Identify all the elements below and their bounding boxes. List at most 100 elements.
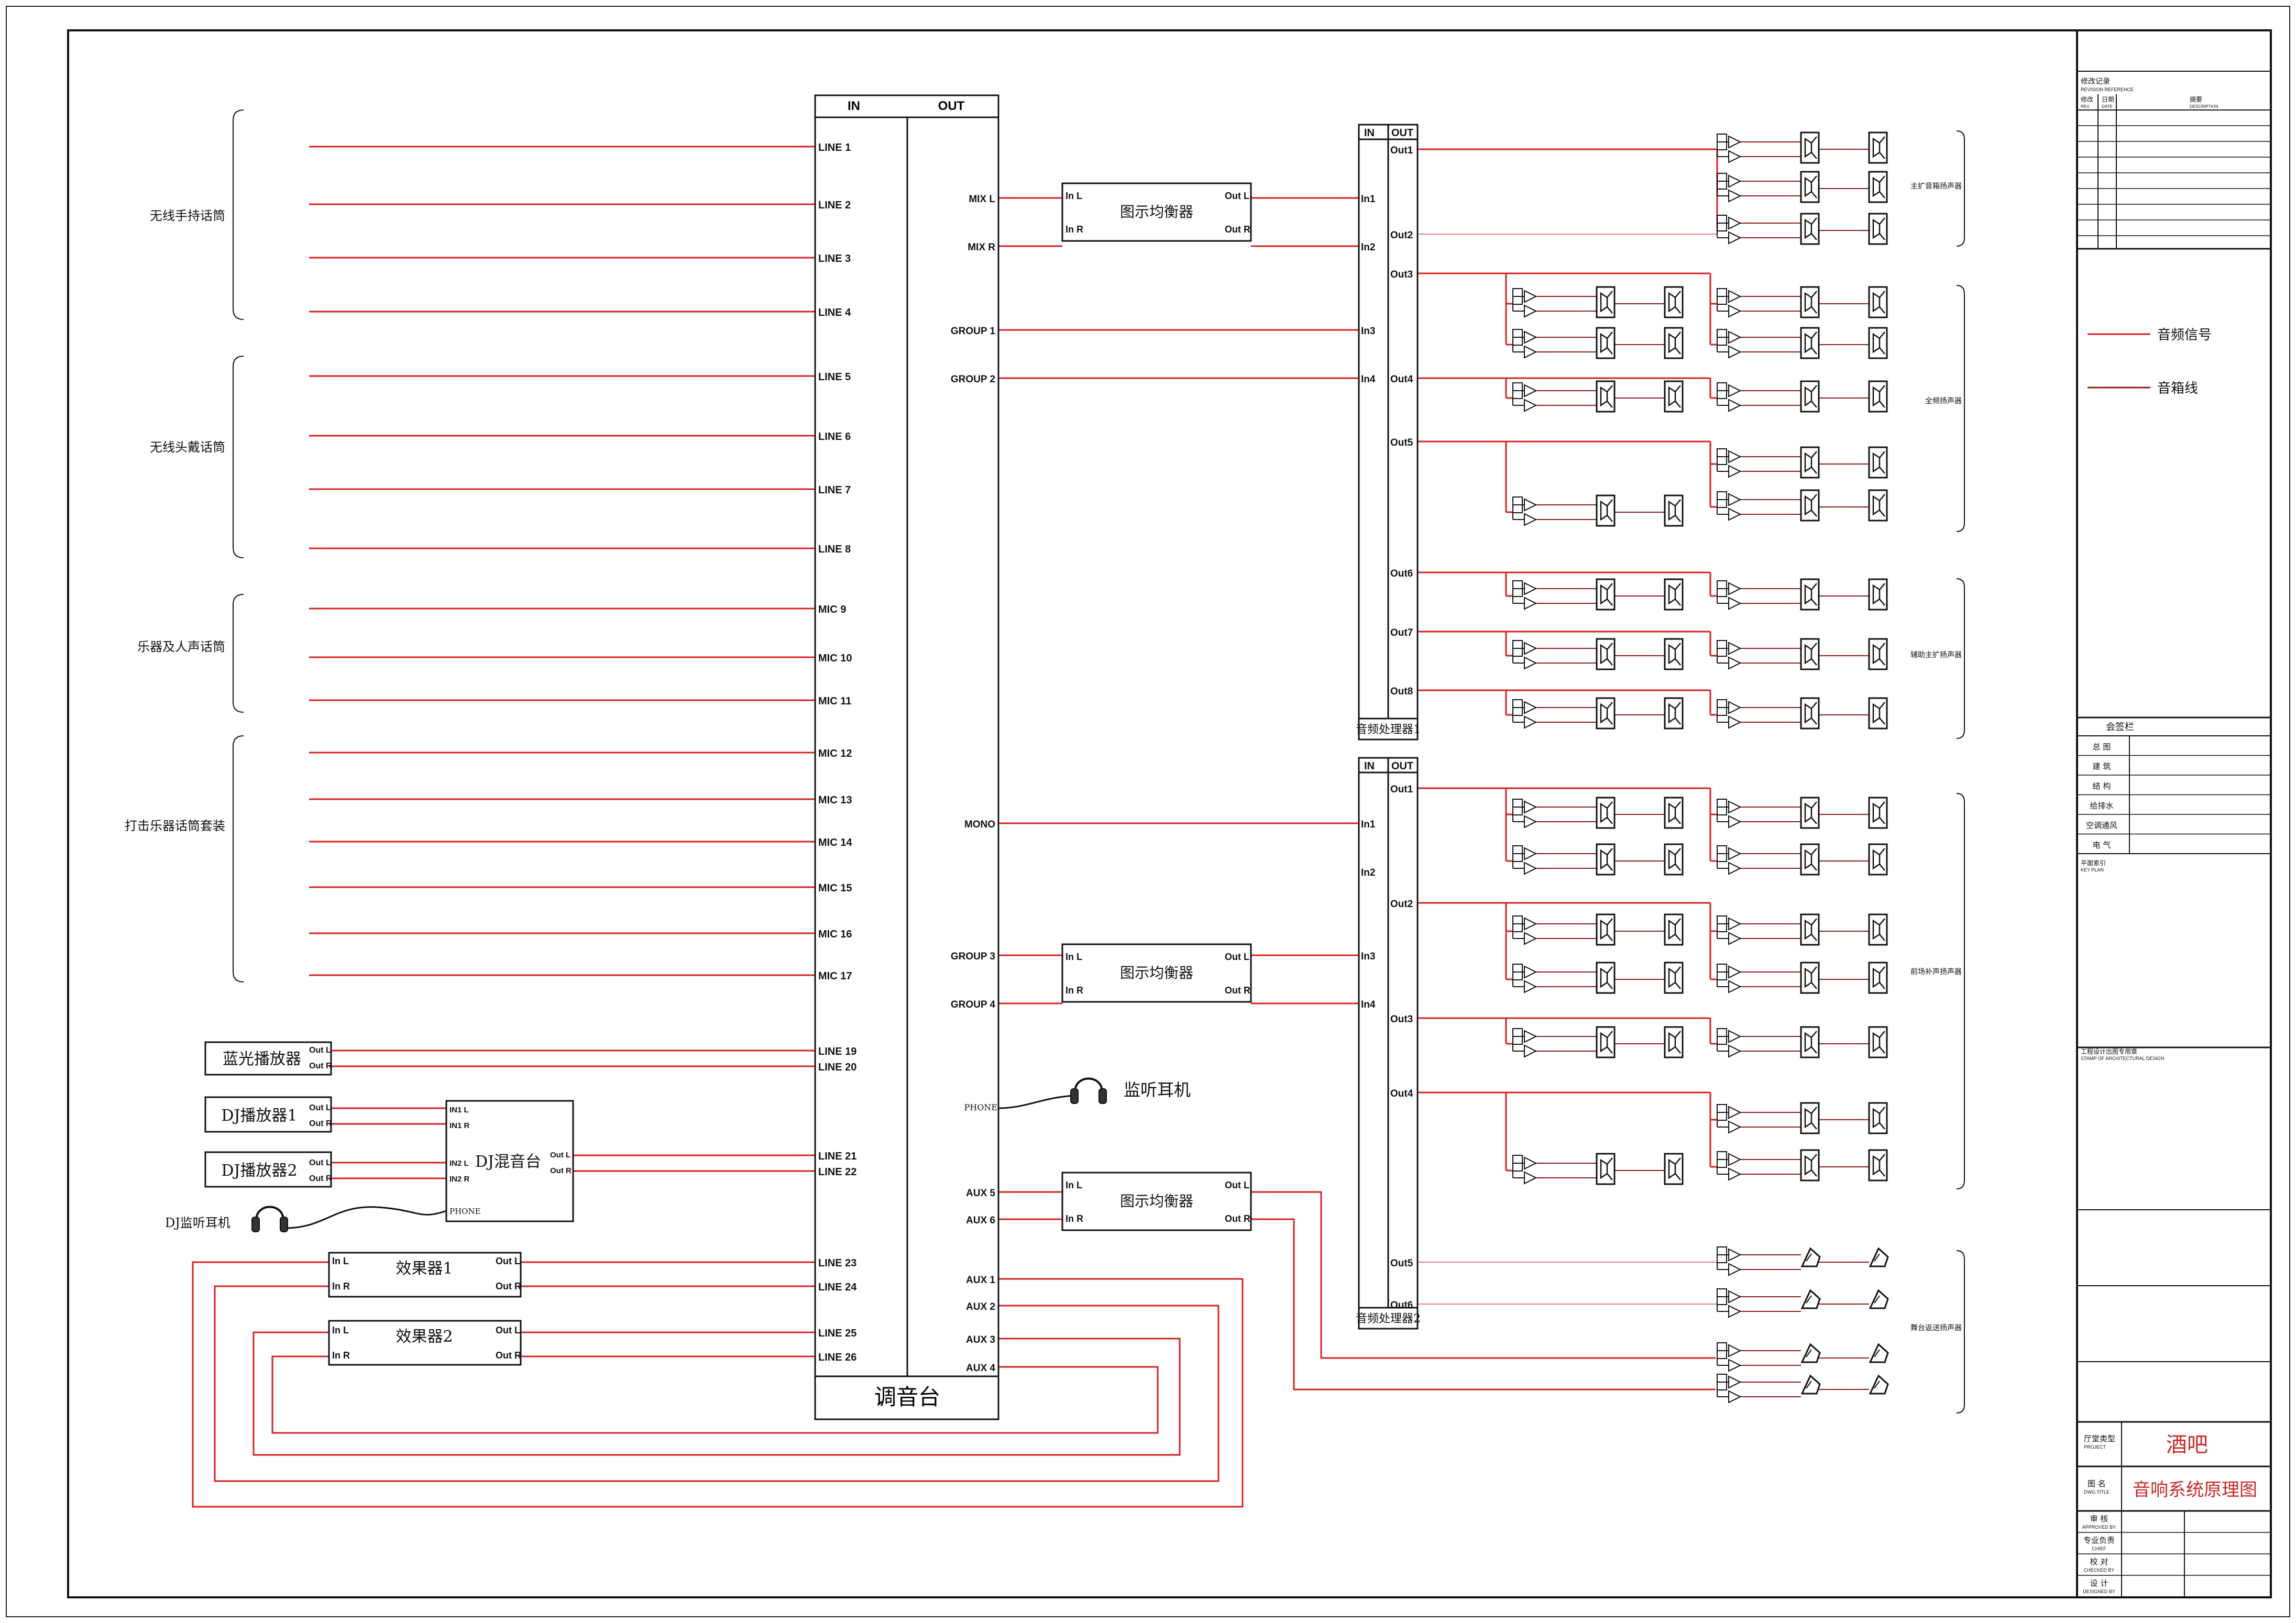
speaker-icon: [1664, 843, 1684, 876]
speaker-icon: [1800, 962, 1820, 994]
zone-bracket: [1956, 130, 1965, 247]
input-group-label: 无线手持话筒: [150, 208, 225, 223]
mixer-input-label: MIC 11: [818, 695, 851, 707]
speaker-icon: [1800, 638, 1820, 670]
group-bracket: [233, 594, 244, 713]
processor-output-label: Out4: [1390, 1088, 1413, 1099]
mixer-output-label: AUX 4: [966, 1363, 995, 1374]
mixer-input-label: LINE 22: [818, 1166, 856, 1178]
eq-label: 图示均衡器: [1120, 1193, 1193, 1210]
speaker-icon: [1664, 578, 1684, 611]
wiring-layer: [192, 141, 2150, 1508]
input-group-label: 无线头戴话筒: [150, 440, 225, 455]
mixer-input-label: MIC 12: [818, 748, 852, 759]
processor-output-label: Out1: [1390, 784, 1413, 795]
processor-header: OUT: [1391, 127, 1413, 139]
speaker-icon: [1664, 638, 1684, 670]
port-label: Out R: [1225, 985, 1250, 996]
speaker-icon: [1801, 1375, 1821, 1395]
signoff-row: 建 筑: [2093, 762, 2111, 771]
role-label: 审 核: [2090, 1514, 2108, 1523]
speaker-icon: [1596, 380, 1616, 413]
mixer-input-label: LINE 24: [818, 1282, 857, 1293]
monitor-headphone-label: 监听耳机: [1124, 1080, 1191, 1100]
amplifier-icon: [1512, 845, 1536, 875]
input-group-label: 打击乐器话筒套装: [125, 819, 225, 833]
mixer-output-label: GROUP 2: [951, 374, 995, 385]
eq-label: 图示均衡器: [1120, 203, 1193, 220]
mixer-input-label: MIC 15: [818, 882, 852, 894]
amplifier-icon: [1512, 329, 1536, 358]
mixer-input-label: MIC 10: [818, 653, 852, 664]
revision-title: 修改记录: [2081, 78, 2110, 86]
port-label: In L: [1065, 952, 1082, 962]
project-label: 厅堂类型: [2084, 1434, 2115, 1443]
port-label: Out L: [1225, 191, 1249, 201]
mixer-title: 调音台: [874, 1384, 940, 1410]
speaker-icon: [1868, 797, 1888, 829]
mixer-output-label: PHONE: [964, 1102, 997, 1112]
mixer-output-label: MIX R: [968, 242, 995, 253]
speaker-icon: [1868, 489, 1888, 522]
speaker-icon: [1596, 962, 1616, 994]
speaker-icon: [1800, 578, 1820, 611]
processor-output-label: Out4: [1390, 374, 1413, 385]
speaker-icon: [1800, 843, 1820, 876]
port-label: Out R: [1225, 224, 1250, 235]
speaker-icon: [1801, 1289, 1821, 1309]
graphic-eq-1: [1061, 182, 1252, 242]
effects-unit-1: [328, 1252, 522, 1298]
amplifier-icon: [1717, 134, 1741, 163]
processor-output-label: Out7: [1390, 627, 1413, 638]
mixer-output-label: AUX 3: [966, 1334, 995, 1345]
signoff-row: 空调通风: [2086, 821, 2117, 830]
processor-output-label: Out2: [1390, 899, 1413, 910]
zone-bracket: [1956, 285, 1965, 532]
amplifier-icon: [1512, 915, 1536, 945]
port-label: PHONE: [449, 1207, 481, 1216]
port-label: Out L: [550, 1151, 570, 1160]
headphone-cable: [285, 1206, 447, 1229]
speaker-icon: [1596, 638, 1616, 670]
processor-label: 音频处理器1: [1356, 723, 1421, 736]
drawing-border: [6, 6, 2290, 1617]
processor-output-label: Out6: [1390, 1300, 1413, 1311]
mixer-input-label: LINE 25: [818, 1328, 856, 1339]
mixer-input-label: LINE 7: [818, 484, 851, 496]
mixer-input-label: LINE 19: [818, 1046, 856, 1057]
speaker-icon: [1869, 1343, 1889, 1363]
mixer-input-label: LINE 26: [818, 1352, 856, 1363]
amplifier-icon: [1717, 915, 1741, 945]
port-label: In R: [332, 1350, 350, 1361]
speaker-icon: [1868, 213, 1888, 245]
processor-output-label: Out5: [1390, 1258, 1413, 1269]
processor-input-label: In4: [1361, 999, 1376, 1010]
processor-input-label: In2: [1361, 867, 1375, 878]
mixer-input-label: LINE 8: [818, 544, 851, 555]
amplifier-icon: [1717, 288, 1741, 317]
project-name: 酒吧: [2166, 1433, 2208, 1457]
processor-input-label: In4: [1361, 374, 1376, 385]
effects-2-label: 效果器2: [396, 1328, 453, 1346]
speaker-icon: [1800, 697, 1820, 730]
speaker-icon: [1800, 286, 1820, 318]
dj-player-1-label: DJ播放器1: [221, 1107, 297, 1125]
role-label-en: CHECKED BY: [2084, 1567, 2115, 1573]
bluray-player-label: 蓝光播放器: [223, 1050, 301, 1068]
mixer-input-label: LINE 3: [818, 253, 851, 264]
group-bracket: [233, 735, 244, 982]
processor-input-label: In2: [1361, 242, 1375, 253]
revision-column-en: DESCRIPTION: [2190, 104, 2218, 109]
mixer-input-label: LINE 20: [818, 1062, 856, 1073]
zone-bracket: [1956, 578, 1965, 739]
speaker-icon: [1800, 171, 1820, 203]
processor-output-label: Out8: [1390, 686, 1413, 697]
signal-wire: [1251, 1218, 1716, 1390]
port-label: IN1 L: [449, 1106, 469, 1114]
mixer-output-label: AUX 6: [966, 1215, 995, 1226]
drawing-title-label-en: DWG.TITLE: [2084, 1489, 2110, 1495]
speaker-icon: [1869, 1247, 1889, 1267]
amplifier-icon: [1717, 215, 1741, 244]
